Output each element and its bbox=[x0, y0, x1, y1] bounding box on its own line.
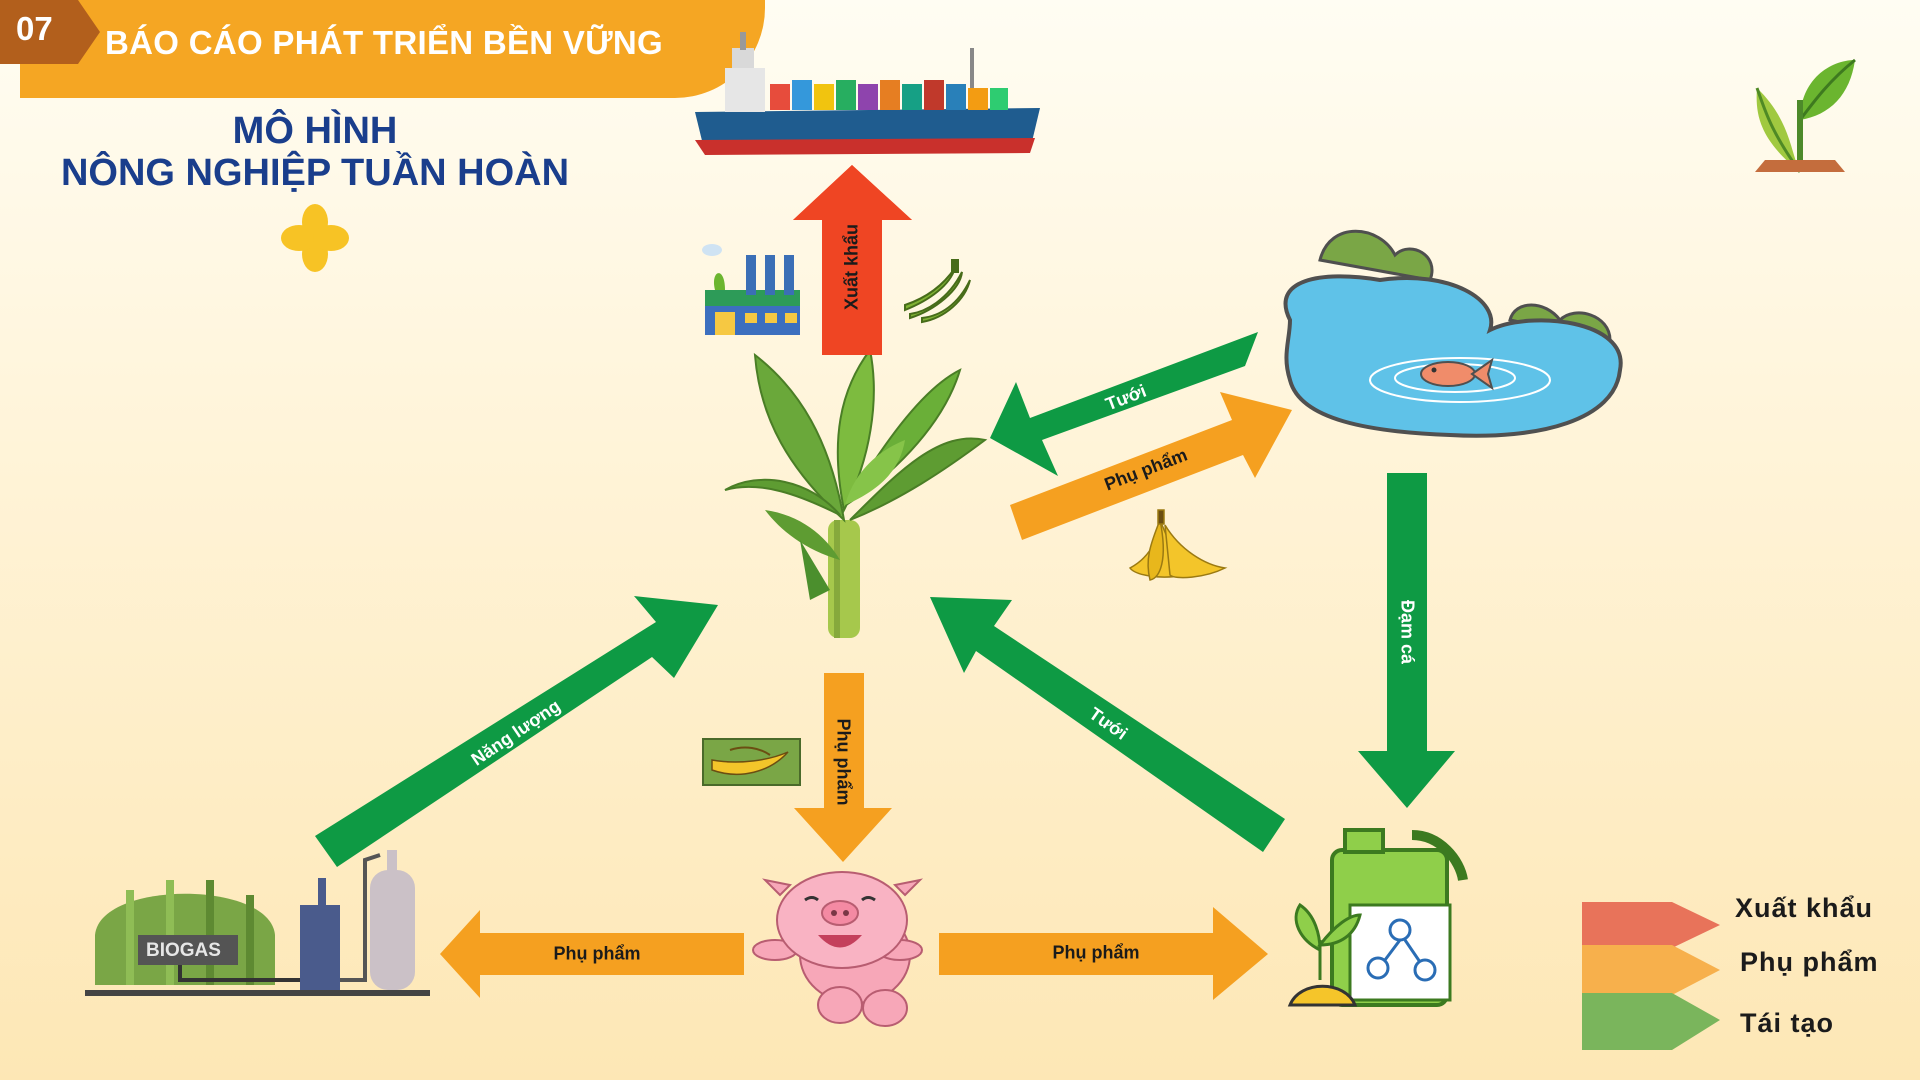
banana-bunch-icon bbox=[904, 259, 971, 324]
biogas-to-banana-arrow bbox=[315, 596, 718, 867]
banana-to-pig-arrow bbox=[794, 673, 892, 862]
header-title: BÁO CÁO PHÁT TRIỂN BỀN VỮNG bbox=[105, 24, 663, 61]
cargo-ship-icon bbox=[695, 32, 1040, 155]
legend-label-export: Xuất khẩu bbox=[1735, 893, 1874, 923]
banana-to-pond-arrow bbox=[1010, 392, 1292, 540]
export-arrow-label: Xuất khẩu bbox=[841, 223, 862, 311]
legend-label-byproduct: Phụ phẩm bbox=[1740, 947, 1879, 977]
export-arrow-shaft bbox=[793, 165, 912, 355]
banana-to-pig-label: Phụ phẩm bbox=[833, 718, 854, 806]
header-bar bbox=[20, 0, 765, 98]
banana-tree-icon bbox=[724, 347, 988, 638]
fertilizer-to-banana-arrow bbox=[930, 597, 1285, 852]
pig-to-biogas-label: Phụ phẩm bbox=[553, 943, 641, 964]
header-number-tab bbox=[0, 0, 100, 64]
page-title-line1: MÔ HÌNH bbox=[232, 110, 398, 152]
fertilizer-jug-icon bbox=[1287, 828, 1468, 1007]
legend-swatch-byproduct bbox=[1582, 945, 1720, 995]
pond-to-fertilizer-arrow bbox=[1358, 473, 1455, 808]
pond-to-banana-arrow bbox=[990, 332, 1258, 476]
sprout-icon bbox=[1755, 58, 1856, 173]
clover-icon bbox=[281, 204, 349, 272]
pig-to-fertilizer-arrow bbox=[939, 907, 1268, 1000]
factory-icon bbox=[702, 244, 800, 335]
legend-swatch-export bbox=[1582, 902, 1720, 948]
legend-swatch-renewable bbox=[1582, 993, 1720, 1050]
pond-to-fertilizer-label: Đạm cá bbox=[1397, 599, 1418, 665]
pig-to-biogas-arrow bbox=[440, 910, 744, 998]
header-number: 07 bbox=[16, 10, 53, 47]
banana-peel-icon bbox=[1128, 509, 1228, 581]
pond-icon bbox=[1283, 229, 1623, 438]
legend-label-renewable: Tái tạo bbox=[1740, 1008, 1835, 1038]
biogas-label: BIOGAS bbox=[146, 940, 221, 961]
pig-to-fertilizer-label: Phụ phẩm bbox=[1052, 942, 1140, 963]
banana-leaf-feed-icon bbox=[702, 738, 801, 786]
page-title-line2: NÔNG NGHIỆP TUẦN HOÀN bbox=[60, 152, 570, 194]
biogas-plant-icon bbox=[85, 850, 430, 996]
pig-icon bbox=[752, 871, 924, 1027]
